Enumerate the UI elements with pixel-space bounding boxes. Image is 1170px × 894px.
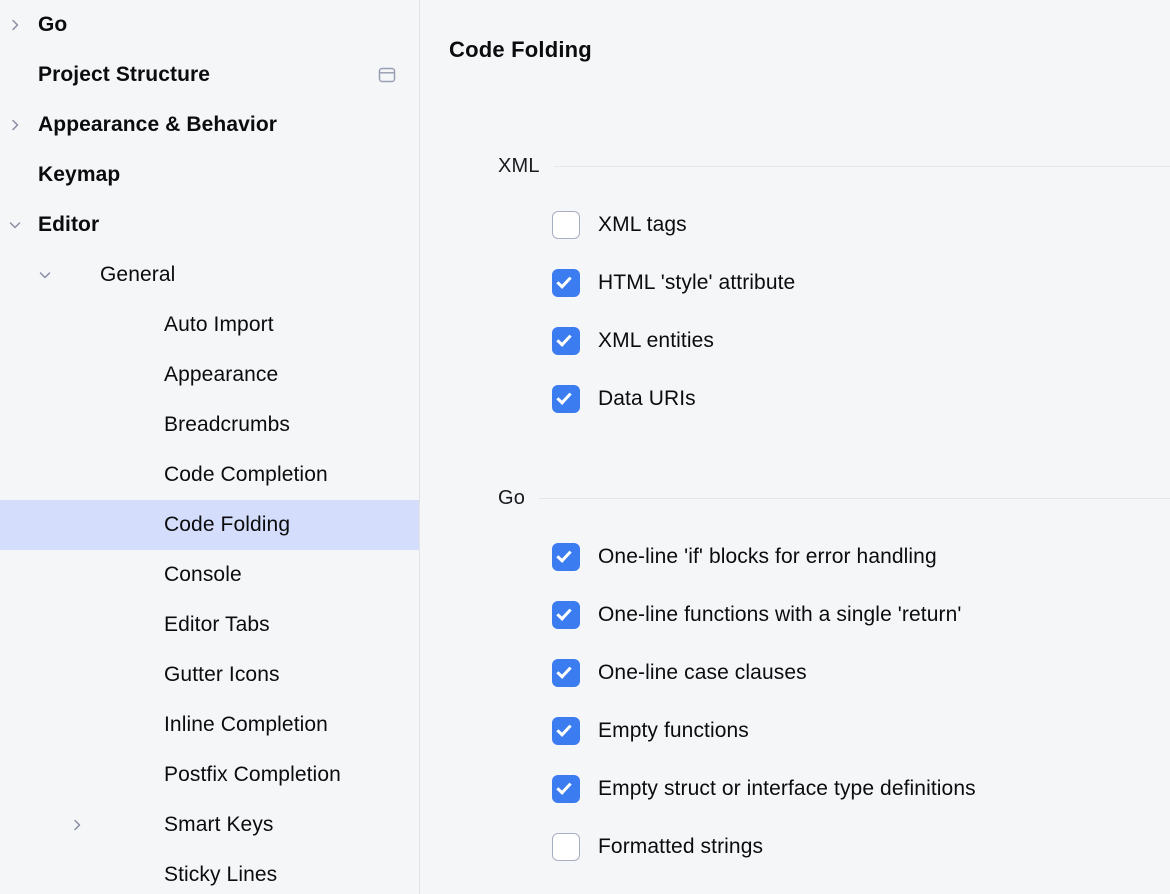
- section-title: XML: [498, 154, 540, 177]
- chevron-right-icon[interactable]: [0, 17, 30, 33]
- sidebar-item-label: Editor Tabs: [164, 613, 270, 636]
- sidebar-item-label: Auto Import: [164, 313, 274, 336]
- sidebar-item-code-completion[interactable]: Code Completion: [0, 450, 419, 500]
- chevron-down-icon[interactable]: [30, 267, 60, 283]
- checkbox-unchecked-icon[interactable]: [552, 833, 580, 861]
- chevron-down-icon[interactable]: [0, 217, 30, 233]
- checkbox-label: Formatted strings: [598, 835, 764, 858]
- chevron-right-icon[interactable]: [62, 817, 92, 833]
- sidebar-item-label: Go: [38, 13, 68, 36]
- sidebar-item-label: Breadcrumbs: [164, 413, 290, 436]
- checkbox-label: Empty struct or interface type definitio…: [598, 777, 976, 800]
- sidebar-item-sticky-lines[interactable]: Sticky Lines: [0, 850, 419, 894]
- page-title: Code Folding: [449, 37, 592, 62]
- sidebar-item-label: Editor: [38, 213, 100, 236]
- sidebar-item-label: Console: [164, 563, 242, 586]
- checkbox-row[interactable]: Empty functions: [498, 702, 1170, 760]
- sidebar-item-label: Smart Keys: [164, 813, 274, 836]
- sidebar-item-label: Code Folding: [164, 513, 291, 536]
- checkbox-checked-icon[interactable]: [552, 385, 580, 413]
- sidebar-item-general[interactable]: General: [0, 250, 419, 300]
- checkbox-checked-icon[interactable]: [552, 601, 580, 629]
- checkbox-label: One-line case clauses: [598, 661, 807, 684]
- sidebar-item-editor[interactable]: Editor: [0, 200, 419, 250]
- checkbox-row[interactable]: XML tags: [498, 196, 1170, 254]
- checkbox-row[interactable]: One-line case clauses: [498, 644, 1170, 702]
- sidebar-item-breadcrumbs[interactable]: Breadcrumbs: [0, 400, 419, 450]
- checkbox-row[interactable]: Empty struct or interface type definitio…: [498, 760, 1170, 818]
- sidebar-item-smart-keys[interactable]: Smart Keys: [0, 800, 419, 850]
- sidebar-item-label: Keymap: [38, 163, 121, 186]
- sidebar-item-appearance[interactable]: Appearance: [0, 350, 419, 400]
- checkbox-label: One-line functions with a single 'return…: [598, 603, 962, 626]
- sidebar-item-gutter-icons[interactable]: Gutter Icons: [0, 650, 419, 700]
- checkbox-label: HTML 'style' attribute: [598, 271, 796, 294]
- sidebar-item-label: Project Structure: [38, 63, 211, 86]
- sidebar-item-code-folding[interactable]: Code Folding: [0, 500, 419, 550]
- checkbox-row[interactable]: HTML 'style' attribute: [498, 254, 1170, 312]
- sidebar-item-label: Gutter Icons: [164, 663, 280, 686]
- sidebar-item-console[interactable]: Console: [0, 550, 419, 600]
- checkbox-label: One-line 'if' blocks for error handling: [598, 545, 937, 568]
- sidebar-item-label: Postfix Completion: [164, 763, 341, 786]
- sidebar-item-inline-completion[interactable]: Inline Completion: [0, 700, 419, 750]
- sidebar-item-label: Appearance: [164, 363, 279, 386]
- checkbox-unchecked-icon[interactable]: [552, 211, 580, 239]
- sidebar-item-label: General: [100, 263, 176, 286]
- checkbox-checked-icon[interactable]: [552, 269, 580, 297]
- chevron-right-icon[interactable]: [0, 117, 30, 133]
- sidebar-item-label: Inline Completion: [164, 713, 328, 736]
- checkbox-checked-icon[interactable]: [552, 717, 580, 745]
- project-structure-window-icon[interactable]: [376, 64, 398, 86]
- checkbox-checked-icon[interactable]: [552, 543, 580, 571]
- sidebar-item-appearance-behavior[interactable]: Appearance & Behavior: [0, 100, 419, 150]
- checkbox-row[interactable]: One-line functions with a single 'return…: [498, 586, 1170, 644]
- sidebar-item-label: Sticky Lines: [164, 863, 278, 886]
- checkbox-label: XML entities: [598, 329, 714, 352]
- section-divider: [539, 497, 1170, 499]
- sidebar-item-label: Appearance & Behavior: [38, 113, 278, 136]
- checkbox-row[interactable]: XML entities: [498, 312, 1170, 370]
- checkbox-row[interactable]: One-line 'if' blocks for error handling: [498, 528, 1170, 586]
- checkbox-row[interactable]: Formatted strings: [498, 818, 1170, 876]
- checkbox-checked-icon[interactable]: [552, 327, 580, 355]
- section-header: Go: [498, 484, 1170, 512]
- section-title: Go: [498, 486, 526, 509]
- checkbox-label: XML tags: [598, 213, 687, 236]
- checkbox-checked-icon[interactable]: [552, 775, 580, 803]
- sidebar-item-auto-import[interactable]: Auto Import: [0, 300, 419, 350]
- checkbox-checked-icon[interactable]: [552, 659, 580, 687]
- section-divider: [553, 165, 1170, 167]
- sidebar-item-label: Code Completion: [164, 463, 328, 486]
- section-header: XML: [498, 152, 1170, 180]
- sidebar-item-postfix-completion[interactable]: Postfix Completion: [0, 750, 419, 800]
- checkbox-row[interactable]: Data URIs: [498, 370, 1170, 428]
- sidebar-item-go[interactable]: Go: [0, 0, 419, 50]
- checkbox-label: Empty functions: [598, 719, 749, 742]
- sidebar-item-keymap[interactable]: Keymap: [0, 150, 419, 200]
- sidebar-item-project-structure[interactable]: Project Structure: [0, 50, 419, 100]
- sidebar-item-editor-tabs[interactable]: Editor Tabs: [0, 600, 419, 650]
- checkbox-label: Data URIs: [598, 387, 696, 410]
